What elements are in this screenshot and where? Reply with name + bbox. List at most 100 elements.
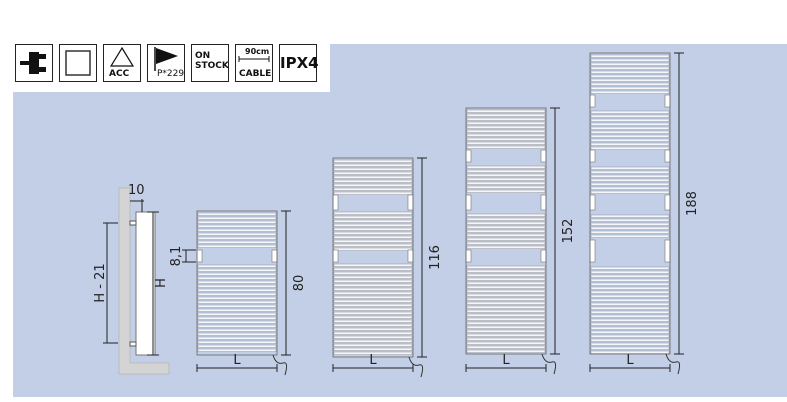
tube: [466, 217, 546, 221]
tube: [333, 187, 413, 191]
tube: [466, 277, 546, 281]
tube: [333, 211, 413, 215]
wall-height-label: H - 21: [93, 263, 108, 302]
tube: [590, 70, 670, 74]
tube: [466, 109, 546, 113]
tube: [590, 282, 670, 286]
tube: [590, 190, 670, 194]
tube: [197, 212, 277, 216]
tube: [466, 113, 546, 117]
tube: [466, 341, 546, 345]
tube: [590, 314, 670, 318]
tube: [590, 166, 670, 170]
tube: [333, 327, 413, 331]
tube: [590, 186, 670, 190]
tube: [197, 284, 277, 288]
ipx4-icon: IPX4: [279, 44, 319, 82]
height-label: H: [154, 278, 169, 288]
tube: [466, 177, 546, 181]
tube: [333, 303, 413, 307]
tube: [333, 271, 413, 275]
tube: [590, 142, 670, 146]
tube: [590, 122, 670, 126]
tube: [333, 263, 413, 267]
tube: [590, 86, 670, 90]
on-stock-icon: ON STOCK: [191, 44, 229, 82]
tube: [590, 182, 670, 186]
radiator-80: 80L: [196, 210, 307, 376]
tube: [590, 294, 670, 298]
tube: [590, 146, 670, 150]
power-cable: [272, 354, 288, 376]
tube: [466, 293, 546, 297]
tube: [333, 307, 413, 311]
tube: [590, 322, 670, 326]
tube: [197, 228, 277, 232]
tube: [197, 308, 277, 312]
tube: [466, 241, 546, 245]
power-cable: [541, 353, 557, 375]
tube: [590, 214, 670, 218]
tube: [197, 296, 277, 300]
tube: [590, 82, 670, 86]
tube: [466, 189, 546, 193]
tube: [590, 286, 670, 290]
tube: [466, 269, 546, 273]
tube: [333, 191, 413, 195]
side-view: 10 H - 21 H 8,1: [93, 183, 196, 375]
tube: [333, 279, 413, 283]
tube: [466, 117, 546, 121]
tube: [333, 283, 413, 287]
tube: [590, 310, 670, 314]
tube: [590, 338, 670, 342]
tube: [333, 275, 413, 279]
tube: [590, 58, 670, 62]
width-dimension: L: [502, 353, 510, 368]
tube: [590, 230, 670, 234]
tube: [197, 324, 277, 328]
tube: [466, 297, 546, 301]
tube: [590, 54, 670, 58]
tube: [333, 295, 413, 299]
tube: [466, 121, 546, 125]
tube: [590, 170, 670, 174]
tube: [333, 287, 413, 291]
tube: [466, 301, 546, 305]
tube: [590, 290, 670, 294]
tube: [333, 163, 413, 167]
tube: [197, 344, 277, 348]
tube: [466, 313, 546, 317]
tube: [333, 247, 413, 251]
tube: [466, 329, 546, 333]
tube: [333, 291, 413, 295]
tube: [466, 265, 546, 269]
power-cable: [408, 356, 424, 378]
tube: [333, 335, 413, 339]
tube: [466, 169, 546, 173]
tube: [333, 319, 413, 323]
tube: [466, 129, 546, 133]
tube: [466, 185, 546, 189]
cable-length: 90cm: [245, 47, 270, 56]
tube: [590, 178, 670, 182]
height-dimension: 116: [428, 245, 443, 270]
tube: [333, 223, 413, 227]
tube: [466, 337, 546, 341]
tube: [333, 235, 413, 239]
tube: [590, 326, 670, 330]
tube: [197, 276, 277, 280]
tube: [590, 62, 670, 66]
tube: [466, 333, 546, 337]
tube: [333, 267, 413, 271]
tube: [590, 174, 670, 178]
tube: [590, 218, 670, 222]
tube: [590, 118, 670, 122]
tube: [466, 309, 546, 313]
cable-label: CABLE: [239, 69, 272, 79]
tube: [466, 233, 546, 237]
tube: [590, 114, 670, 118]
tube: [590, 222, 670, 226]
